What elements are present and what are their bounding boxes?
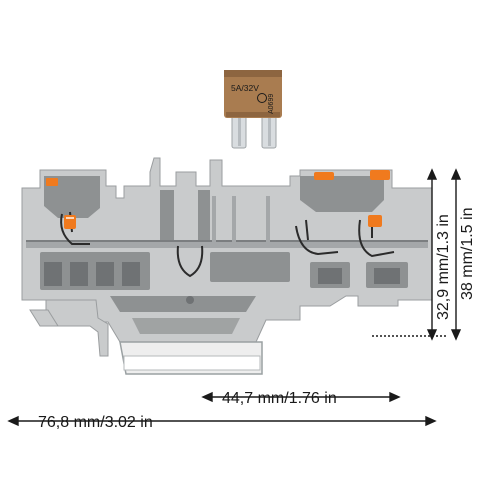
fuse-body — [224, 70, 282, 118]
fuse-rating-label: 5A/32V — [231, 83, 259, 93]
center-contact-spring — [176, 245, 204, 278]
dimension-lines — [7, 168, 462, 427]
fuse-code-label: A0699 — [268, 94, 275, 114]
dimension-width-total: 76,8 mm/3.02 in — [38, 414, 153, 431]
operating-lever-1 — [64, 215, 76, 229]
dimension-height-total: 38 mm/1.5 in — [459, 208, 476, 300]
mini-blade-fuse: 5A/32V A0699 — [224, 70, 282, 149]
spring-clamp-2 — [295, 219, 339, 256]
operating-lever-2 — [314, 172, 334, 180]
operating-lever-3 — [370, 170, 390, 180]
operating-lever-4 — [368, 215, 382, 227]
terminal-block — [21, 157, 433, 375]
dimension-width-inner: 44,7 mm/1.76 in — [222, 390, 337, 407]
bottom-openings — [40, 252, 408, 290]
fuse-logo-icon — [257, 93, 267, 103]
dimension-height-body: 32,9 mm/1.3 in — [435, 214, 452, 320]
